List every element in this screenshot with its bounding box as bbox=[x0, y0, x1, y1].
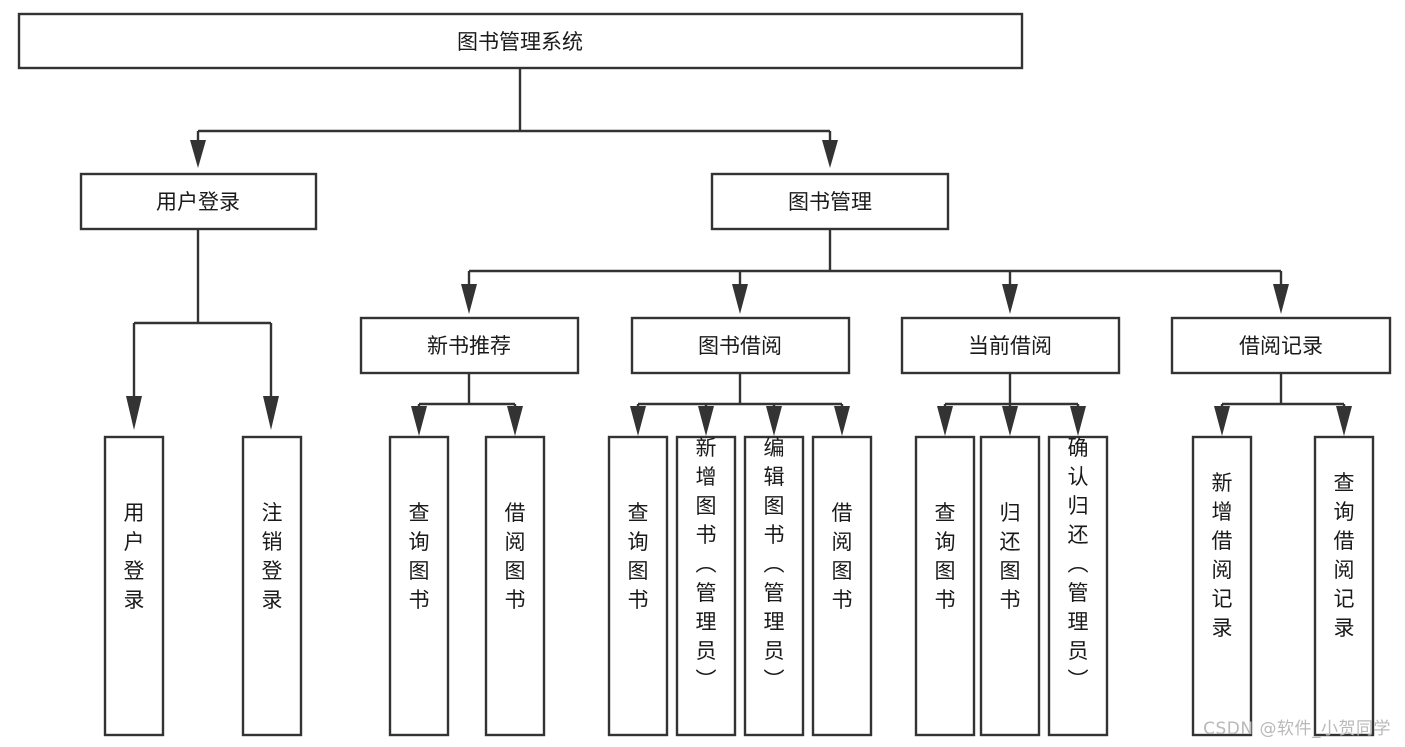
arrow-to-borrow-records bbox=[1273, 284, 1289, 314]
leaf-nbr-query-book-box[interactable] bbox=[388, 435, 450, 737]
csdn-watermark: CSDN @软件_小贺同学 bbox=[1203, 719, 1391, 739]
leaf-user-login-label: 用户登录 bbox=[124, 501, 145, 612]
arrow-to-book-borrow bbox=[732, 284, 748, 314]
node-book-borrow-label: 图书借阅 bbox=[698, 334, 782, 358]
leaf-cb-return-book[interactable]: 归还图书 bbox=[979, 435, 1041, 737]
leaf-logout[interactable]: 注销登录 bbox=[241, 435, 303, 737]
leaf-cb-query-book[interactable]: 查询图书 bbox=[914, 435, 976, 737]
arrow-to-leaf-user-login bbox=[126, 396, 142, 430]
leaf-logout-label: 注销登录 bbox=[262, 501, 283, 612]
arrow-to-leaf-bb-2 bbox=[698, 406, 714, 436]
node-new-book-recommend[interactable]: 新书推荐 bbox=[359, 316, 580, 375]
leaf-bb-borrow-book[interactable]: 借阅图书 bbox=[811, 435, 873, 737]
node-borrow-records-label: 借阅记录 bbox=[1239, 334, 1323, 358]
node-borrow-records[interactable]: 借阅记录 bbox=[1170, 316, 1392, 375]
leaf-bb-edit-book-label: 编辑图书︵管理员︶ bbox=[764, 436, 785, 692]
leaf-bb-query-book-box[interactable] bbox=[607, 435, 669, 737]
node-root-label: 图书管理系统 bbox=[457, 30, 583, 54]
node-new-book-recommend-box[interactable] bbox=[359, 316, 580, 375]
node-current-borrow[interactable]: 当前借阅 bbox=[900, 316, 1121, 375]
leaf-bb-borrow-book-label: 借阅图书 bbox=[832, 501, 853, 612]
node-current-borrow-box[interactable] bbox=[900, 316, 1121, 375]
node-borrow-records-box[interactable] bbox=[1170, 316, 1392, 375]
node-user-login-label: 用户登录 bbox=[156, 190, 240, 214]
arrow-to-leaf-bb-3 bbox=[766, 406, 782, 436]
leaf-user-login[interactable]: 用户登录 bbox=[103, 435, 165, 737]
leaf-br-add-record[interactable]: 新增借阅记录 bbox=[1191, 435, 1253, 737]
leaf-logout-box[interactable] bbox=[241, 435, 303, 737]
leaf-bb-add-book[interactable]: 新增图书︵管理员︶ bbox=[675, 435, 737, 737]
arrow-to-leaf-cb-1 bbox=[937, 406, 953, 436]
leaf-bb-edit-book-box[interactable] bbox=[743, 435, 805, 737]
node-book-manage-label: 图书管理 bbox=[788, 190, 872, 214]
arrow-to-leaf-nbr-1 bbox=[411, 406, 427, 436]
leaf-br-add-record-label: 新增借阅记录 bbox=[1212, 471, 1233, 640]
arrow-to-leaf-br-2 bbox=[1336, 406, 1352, 436]
leaf-br-query-record-label: 查询借阅记录 bbox=[1334, 471, 1355, 640]
leaf-cb-query-book-label: 查询图书 bbox=[935, 501, 956, 612]
arrow-to-leaf-cb-3 bbox=[1070, 406, 1086, 436]
arrow-to-leaf-bb-1 bbox=[630, 406, 646, 436]
leaf-cb-confirm-return-label: 确认归还︵管理员︶ bbox=[1068, 436, 1089, 692]
leaf-bb-borrow-book-box[interactable] bbox=[811, 435, 873, 737]
arrow-to-leaf-bb-4 bbox=[834, 406, 850, 436]
leaf-cb-return-book-box[interactable] bbox=[979, 435, 1041, 737]
node-book-borrow[interactable]: 图书借阅 bbox=[630, 316, 851, 375]
arrow-to-current-borrow bbox=[1002, 284, 1018, 314]
leaf-nbr-borrow-book[interactable]: 借阅图书 bbox=[484, 435, 546, 737]
leaf-br-add-record-box[interactable] bbox=[1191, 435, 1253, 737]
leaf-bb-add-book-label: 新增图书︵管理员︶ bbox=[696, 436, 717, 692]
arrow-to-book-manage bbox=[822, 140, 838, 168]
leaf-nbr-borrow-book-label: 借阅图书 bbox=[505, 501, 526, 612]
node-new-book-recommend-label: 新书推荐 bbox=[427, 334, 511, 358]
arrow-to-leaf-logout bbox=[263, 396, 279, 430]
leaf-nbr-query-book-label: 查询图书 bbox=[409, 501, 430, 612]
arrow-to-leaf-br-1 bbox=[1214, 406, 1230, 436]
leaf-bb-add-book-box[interactable] bbox=[675, 435, 737, 737]
node-root-box[interactable] bbox=[17, 12, 1024, 70]
node-book-manage[interactable]: 图书管理 bbox=[710, 172, 950, 231]
node-book-borrow-box[interactable] bbox=[630, 316, 851, 375]
leaf-bb-query-book[interactable]: 查询图书 bbox=[607, 435, 669, 737]
leaf-nbr-borrow-book-box[interactable] bbox=[484, 435, 546, 737]
arrow-to-new-book-recommend bbox=[461, 284, 477, 314]
leaf-bb-query-book-label: 查询图书 bbox=[628, 501, 649, 612]
leaf-cb-confirm-return[interactable]: 确认归还︵管理员︶ bbox=[1047, 435, 1109, 737]
arrow-to-user-login bbox=[190, 140, 206, 168]
leaf-nbr-query-book[interactable]: 查询图书 bbox=[388, 435, 450, 737]
node-user-login[interactable]: 用户登录 bbox=[79, 172, 318, 231]
arrow-to-leaf-cb-2 bbox=[1002, 406, 1018, 436]
leaf-cb-return-book-label: 归还图书 bbox=[1000, 501, 1021, 612]
leaf-user-login-box[interactable] bbox=[103, 435, 165, 737]
leaf-cb-confirm-return-box[interactable] bbox=[1047, 435, 1109, 737]
node-current-borrow-label: 当前借阅 bbox=[968, 334, 1052, 358]
node-root[interactable]: 图书管理系统 bbox=[17, 12, 1024, 70]
leaf-br-query-record[interactable]: 查询借阅记录 bbox=[1313, 435, 1375, 737]
arrow-to-leaf-nbr-2 bbox=[507, 406, 523, 436]
leaf-cb-query-book-box[interactable] bbox=[914, 435, 976, 737]
leaf-br-query-record-box[interactable] bbox=[1313, 435, 1375, 737]
leaf-bb-edit-book[interactable]: 编辑图书︵管理员︶ bbox=[743, 435, 805, 737]
node-book-manage-box[interactable] bbox=[710, 172, 950, 231]
